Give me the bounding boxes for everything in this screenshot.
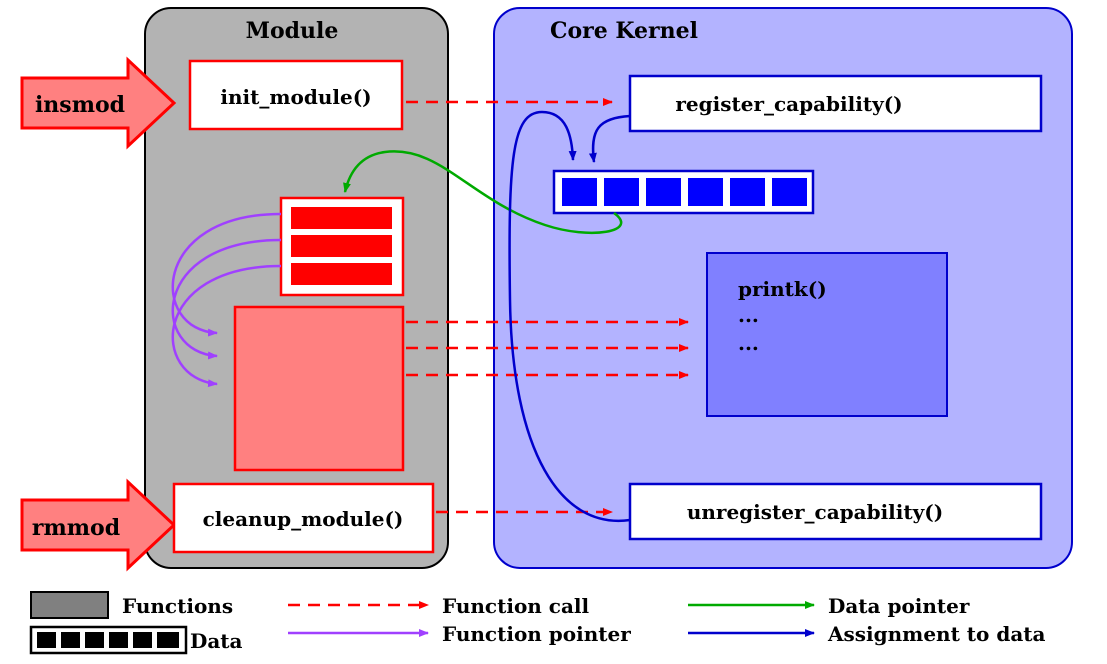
legend-data-cell (109, 632, 128, 648)
legend-data-cell (61, 632, 80, 648)
assignment-arrow-register (588, 114, 631, 163)
data-cell (772, 178, 807, 206)
legend-function-pointer-label: Function pointer (442, 622, 631, 646)
unregister-capability-label: unregister_capability() (687, 500, 943, 524)
legend-data-cell (85, 632, 104, 648)
data-cell (562, 178, 597, 206)
register-capability-label: register_capability() (675, 92, 902, 116)
fnptr-arrow-2 (171, 238, 282, 360)
printk-ellipsis-2: ... (738, 331, 759, 355)
legend-data-pointer-label: Data pointer (828, 594, 970, 618)
assignment-arrow-unregister (508, 110, 631, 523)
data-cell (730, 178, 765, 206)
data-cell (646, 178, 681, 206)
printk-ellipsis-1: ... (738, 303, 759, 327)
fnptr-arrow-1 (171, 212, 282, 337)
module-title: Module (246, 18, 339, 44)
printk-label: printk() (738, 277, 827, 301)
legend-data-cell (157, 632, 179, 648)
data-pointer-arrow (343, 150, 623, 235)
legend-data-cell (133, 632, 152, 648)
kernel-title: Core Kernel (550, 18, 698, 44)
unregister-capability-box (628, 482, 1043, 541)
register-capability-box (628, 74, 1043, 133)
rmmod-label: rmmod (32, 515, 120, 541)
legend-functions-swatch (30, 591, 109, 619)
function-pointer-slot (291, 263, 392, 285)
init-module-label: init_module() (220, 85, 371, 109)
printk-block (706, 252, 948, 417)
cleanup-module-box (172, 482, 435, 554)
data-cell (604, 178, 639, 206)
init-module-box (188, 59, 404, 131)
insmod-label: insmod (35, 92, 125, 118)
data-cell (688, 178, 723, 206)
function-pointer-slot (291, 235, 392, 257)
module-functions-block (233, 305, 405, 472)
legend-data-label: Data (190, 629, 243, 653)
legend-function-call-label: Function call (442, 594, 590, 618)
rmmod-arrow (20, 478, 177, 572)
cleanup-module-label: cleanup_module() (203, 507, 404, 531)
legend-functions-label: Functions (122, 594, 233, 618)
insmod-arrow (20, 56, 177, 150)
kernel-data-array (552, 169, 815, 215)
legend-assignment-label: Assignment to data (827, 622, 1046, 646)
legend-data-cell (37, 632, 56, 648)
fnptr-arrow-3 (171, 264, 282, 388)
function-pointer-slot (291, 207, 392, 229)
